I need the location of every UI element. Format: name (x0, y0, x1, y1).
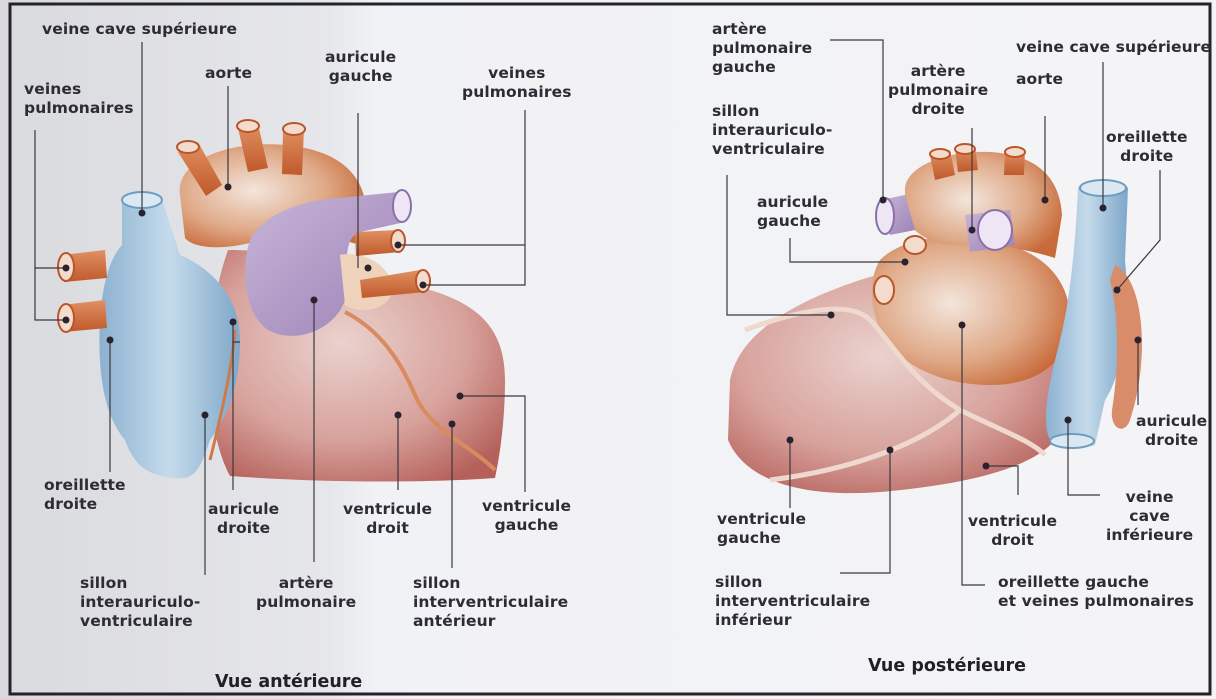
label-artere-pulmonaire-droite: artère pulmonaire droite (888, 62, 988, 119)
label-aorte-posterior: aorte (1016, 70, 1063, 89)
label-auricule-droite-posterior: auricule droite (1136, 412, 1207, 450)
label-veines-pulmonaires-right: veines pulmonaires (462, 64, 572, 102)
label-sillon-interventriculaire-inferieur: sillon interventriculaire inférieur (715, 573, 870, 630)
label-ventricule-droit-anterior: ventricule droit (343, 500, 432, 538)
label-veine-cave-inferieure: veine cave inférieure (1106, 488, 1193, 545)
label-veines-pulmonaires-left: veines pulmonaires (24, 80, 134, 118)
label-aorte-anterior: aorte (205, 64, 252, 83)
label-auricule-gauche-anterior: auricule gauche (325, 48, 396, 86)
caption-vue-anterieure: Vue antérieure (215, 672, 362, 692)
label-artere-pulmonaire-gauche: artère pulmonaire gauche (712, 20, 812, 77)
label-oreillette-gauche-veines-pulmonaires: oreillette gauche et veines pulmonaires (998, 573, 1194, 611)
label-veine-cave-superieure-posterior: veine cave supérieure (1016, 38, 1211, 57)
anterior-heart (58, 120, 505, 482)
label-veine-cave-superieure-anterior: veine cave supérieure (42, 20, 237, 39)
label-ventricule-gauche-anterior: ventricule gauche (482, 497, 571, 535)
caption-vue-posterieure: Vue postérieure (868, 656, 1026, 676)
label-sillon-interauriculo-ventriculaire-posterior: sillon interauriculo- ventriculaire (712, 102, 832, 159)
label-artere-pulmonaire: artère pulmonaire (256, 574, 356, 612)
label-ventricule-droit-posterior: ventricule droit (968, 512, 1057, 550)
label-oreillette-droite-anterior: oreillette droite (44, 476, 126, 514)
label-oreillette-droite-posterior: oreillette droite (1106, 128, 1188, 166)
label-sillon-interauriculo-ventriculaire-anterior: sillon interauriculo- ventriculaire (80, 574, 200, 631)
label-auricule-droite-anterior: auricule droite (208, 500, 279, 538)
label-auricule-gauche-posterior: auricule gauche (757, 193, 828, 231)
label-sillon-interventriculaire-anterieur: sillon interventriculaire antérieur (413, 574, 568, 631)
label-ventricule-gauche-posterior: ventricule gauche (717, 510, 806, 548)
